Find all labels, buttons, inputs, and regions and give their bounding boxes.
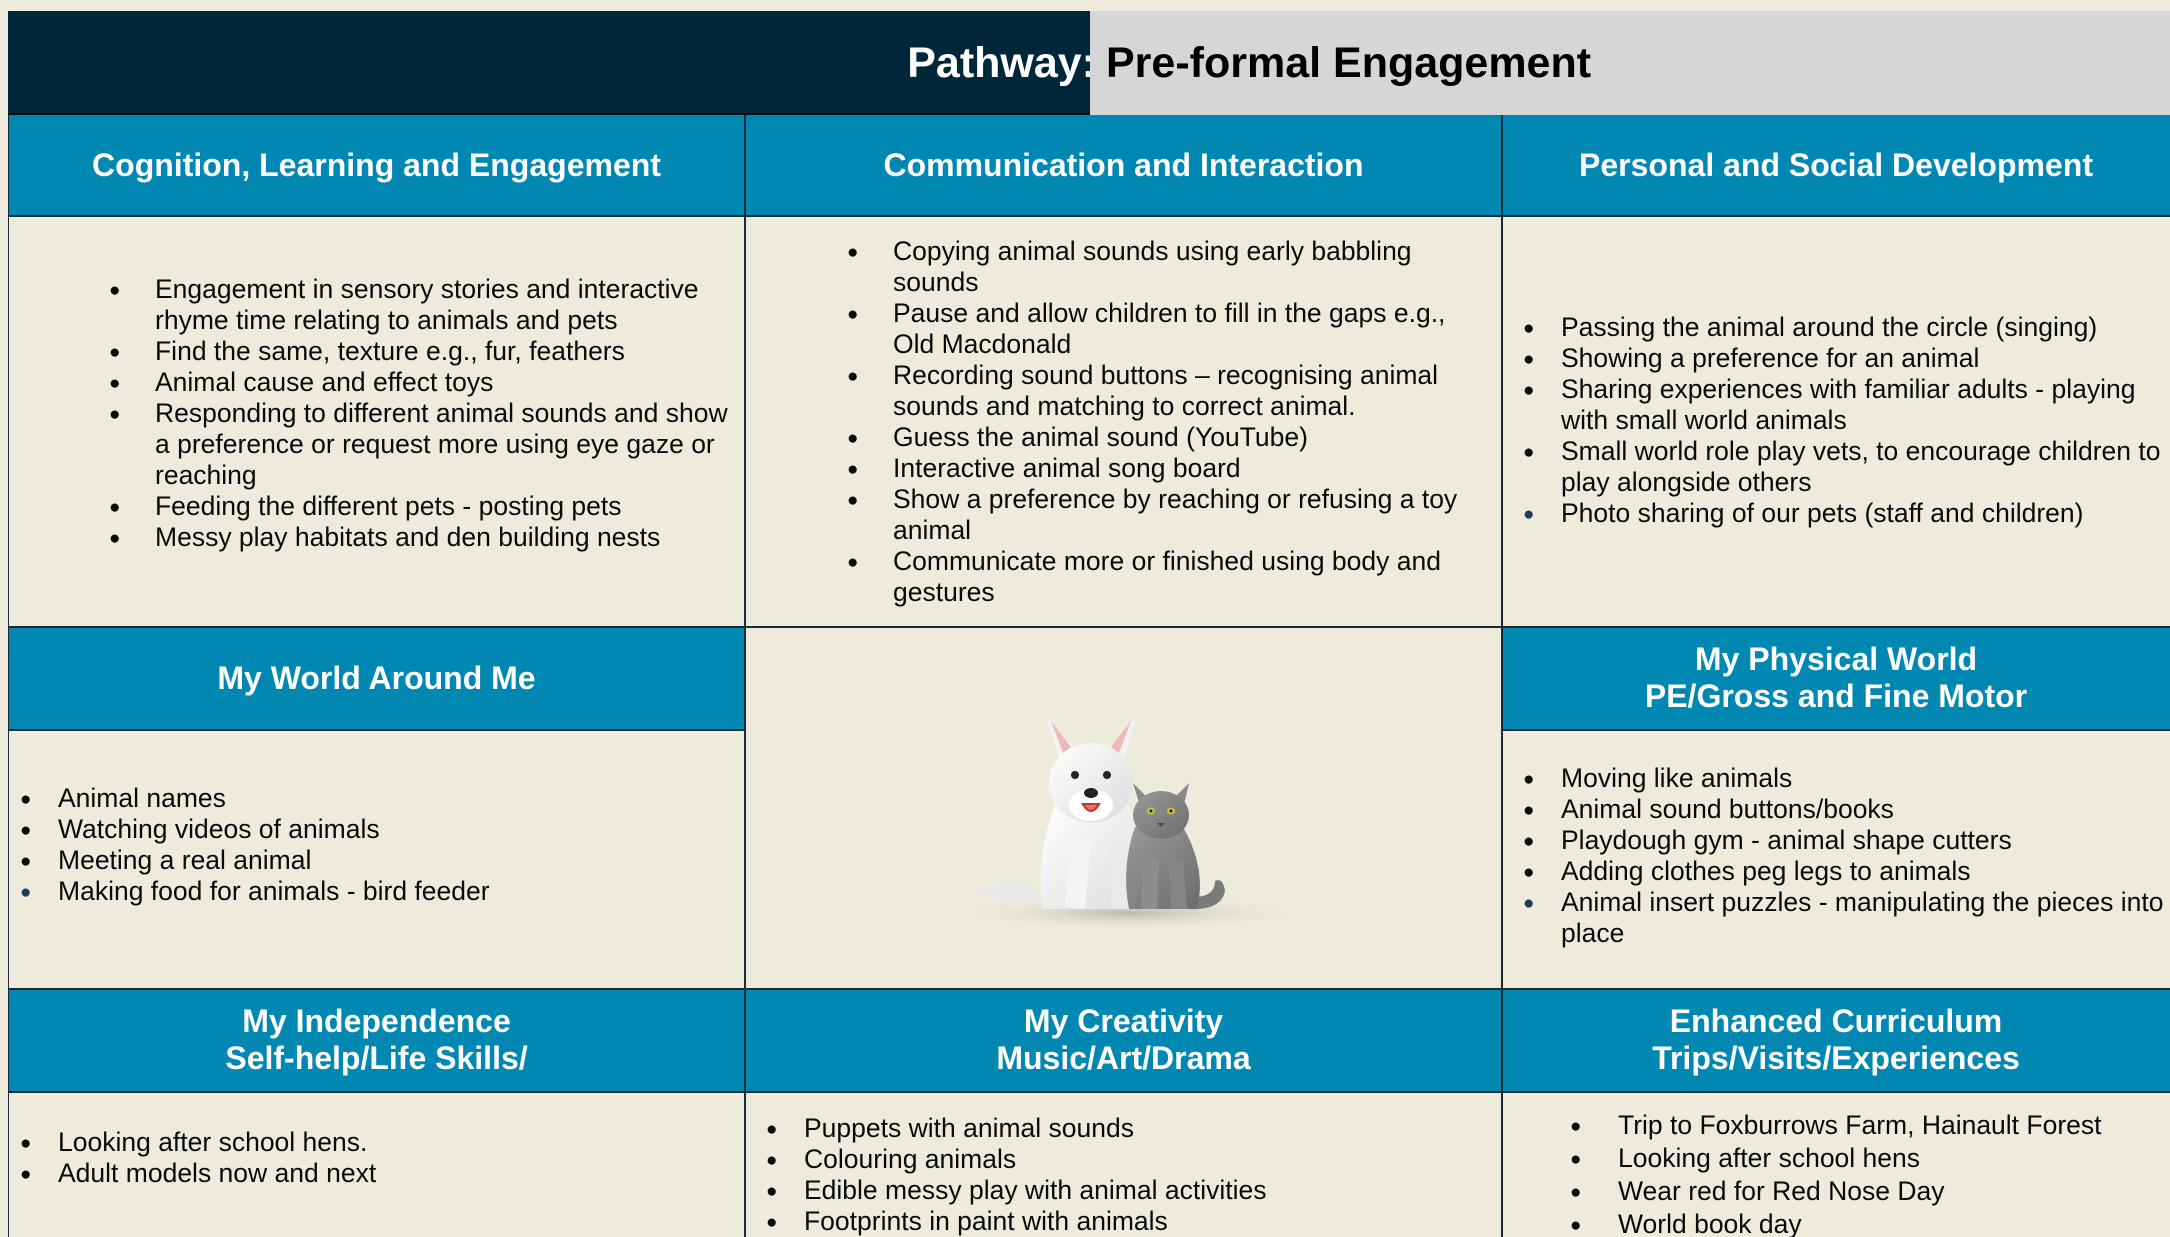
physical-header-line-1: My Physical World bbox=[1694, 641, 1978, 677]
independence-list: Looking after school hens. Adult models … bbox=[8, 1127, 745, 1190]
list-item: Trip to Foxburrows Farm, Hainault Forest bbox=[1570, 1109, 2164, 1143]
list-item: Photo sharing of our pets (staff and chi… bbox=[1523, 498, 2164, 530]
list-item: Feeding the different pets - posting pet… bbox=[109, 491, 735, 523]
list-item: Pause and allow children to fill in the … bbox=[847, 298, 1486, 360]
enhanced-body: Trip to Foxburrows Farm, Hainault Forest… bbox=[1502, 1093, 2170, 1237]
creativity-header-line-1: My Creativity bbox=[1023, 1003, 1224, 1039]
cognition-body: Engagement in sensory stories and intera… bbox=[8, 217, 745, 627]
divider bbox=[744, 115, 746, 1237]
cognition-header-line: Cognition, Learning and Engagement bbox=[92, 146, 661, 183]
list-item: Animal sound buttons/books bbox=[1523, 794, 2164, 826]
world-body: Animal names Watching videos of animals … bbox=[8, 731, 745, 989]
list-item: Find the same, texture e.g., fur, feathe… bbox=[109, 336, 735, 368]
list-item: World book day bbox=[1570, 1208, 2164, 1237]
independence-header-line-2: Self-help/Life Skills/ bbox=[225, 1040, 528, 1076]
communication-body: Copying animal sounds using early babbli… bbox=[745, 217, 1502, 627]
list-item: Looking after school hens bbox=[1570, 1142, 2164, 1176]
list-item: Interactive animal song board bbox=[847, 453, 1486, 485]
communication-header-line: Communication and Interaction bbox=[883, 146, 1364, 183]
list-item: Animal cause and effect toys bbox=[109, 367, 735, 399]
creativity-list: Puppets with animal sounds Colouring ani… bbox=[745, 1113, 1502, 1237]
divider bbox=[1501, 115, 1503, 1237]
divider bbox=[8, 988, 2170, 990]
independence-header: My Independence Self-help/Life Skills/ bbox=[8, 989, 745, 1093]
pathway-label: Pathway: bbox=[907, 39, 1096, 87]
list-item: Recording sound buttons – recognising an… bbox=[847, 360, 1486, 422]
creativity-body: Puppets with animal sounds Colouring ani… bbox=[745, 1093, 1502, 1237]
list-item: Meeting a real animal bbox=[20, 845, 735, 877]
enhanced-header-line-2: Trips/Visits/Experiences bbox=[1652, 1040, 2020, 1076]
title-bar: Pathway: Pre-formal Engagement bbox=[8, 11, 2170, 115]
list-item: Guess the animal sound (YouTube) bbox=[847, 422, 1486, 454]
illustration-cell bbox=[745, 627, 1502, 989]
personal-header-line: Personal and Social Development bbox=[1579, 146, 2093, 183]
list-item: Edible messy play with animal activities bbox=[766, 1175, 1492, 1207]
list-item: Colouring animals bbox=[766, 1144, 1492, 1176]
creativity-header-line-2: Music/Art/Drama bbox=[996, 1040, 1251, 1076]
curriculum-page: Pathway: Pre-formal Engagement Cognition… bbox=[8, 11, 2170, 1237]
world-header-line: My World Around Me bbox=[217, 659, 536, 696]
list-item: Looking after school hens. bbox=[20, 1127, 735, 1159]
divider bbox=[8, 115, 9, 1237]
pathway-value-box: Pre-formal Engagement bbox=[1090, 11, 2170, 115]
enhanced-list: Trip to Foxburrows Farm, Hainault Forest… bbox=[1502, 1109, 2170, 1237]
physical-body: Moving like animals Animal sound buttons… bbox=[1502, 731, 2170, 989]
list-item: Adult models now and next bbox=[20, 1158, 735, 1190]
personal-header: Personal and Social Development bbox=[1502, 115, 2170, 217]
independence-header-line-1: My Independence bbox=[242, 1003, 511, 1039]
list-item: Engagement in sensory stories and intera… bbox=[109, 274, 735, 336]
cognition-list: Engagement in sensory stories and intera… bbox=[8, 274, 745, 554]
list-item: Adding clothes peg legs to animals bbox=[1523, 856, 2164, 888]
list-item: Puppets with animal sounds bbox=[766, 1113, 1492, 1145]
pathway-value: Pre-formal Engagement bbox=[1106, 39, 1592, 87]
list-item: Making food for animals - bird feeder bbox=[20, 876, 735, 908]
personal-body: Passing the animal around the circle (si… bbox=[1502, 217, 2170, 627]
list-item: Watching videos of animals bbox=[20, 814, 735, 846]
list-item: Responding to different animal sounds an… bbox=[109, 398, 735, 491]
physical-list: Moving like animals Animal sound buttons… bbox=[1502, 763, 2170, 949]
list-item: Sharing experiences with familiar adults… bbox=[1523, 374, 2164, 436]
divider bbox=[8, 626, 2170, 628]
list-item: Animal names bbox=[20, 783, 735, 815]
list-item: Communicate more or finished using body … bbox=[847, 546, 1486, 608]
cognition-header: Cognition, Learning and Engagement bbox=[8, 115, 745, 217]
list-item: Wear red for Red Nose Day bbox=[1570, 1175, 2164, 1209]
list-item: Footprints in paint with animals bbox=[766, 1206, 1492, 1237]
physical-header-line-2: PE/Gross and Fine Motor bbox=[1644, 678, 2028, 714]
independence-body: Looking after school hens. Adult models … bbox=[8, 1093, 745, 1237]
creativity-header: My Creativity Music/Art/Drama bbox=[745, 989, 1502, 1093]
list-item: Moving like animals bbox=[1523, 763, 2164, 795]
list-item: Playdough gym - animal shape cutters bbox=[1523, 825, 2164, 857]
list-item: Animal insert puzzles - manipulating the… bbox=[1523, 887, 2164, 949]
communication-list: Copying animal sounds using early babbli… bbox=[745, 236, 1502, 608]
world-header: My World Around Me bbox=[8, 627, 745, 731]
list-item: Messy play habitats and den building nes… bbox=[109, 522, 735, 554]
personal-list: Passing the animal around the circle (si… bbox=[1502, 312, 2170, 530]
list-item: Showing a preference for an animal bbox=[1523, 343, 2164, 375]
enhanced-header-line-1: Enhanced Curriculum bbox=[1669, 1003, 2003, 1039]
list-item: Show a preference by reaching or refusin… bbox=[847, 484, 1486, 546]
dog-and-cat-illustration bbox=[950, 715, 1310, 931]
list-item: Copying animal sounds using early babbli… bbox=[847, 236, 1486, 298]
communication-header: Communication and Interaction bbox=[745, 115, 1502, 217]
enhanced-header: Enhanced Curriculum Trips/Visits/Experie… bbox=[1502, 989, 2170, 1093]
world-list: Animal names Watching videos of animals … bbox=[8, 783, 745, 908]
list-item: Passing the animal around the circle (si… bbox=[1523, 312, 2164, 344]
list-item: Small world role play vets, to encourage… bbox=[1523, 436, 2164, 498]
physical-header: My Physical World PE/Gross and Fine Moto… bbox=[1502, 627, 2170, 731]
